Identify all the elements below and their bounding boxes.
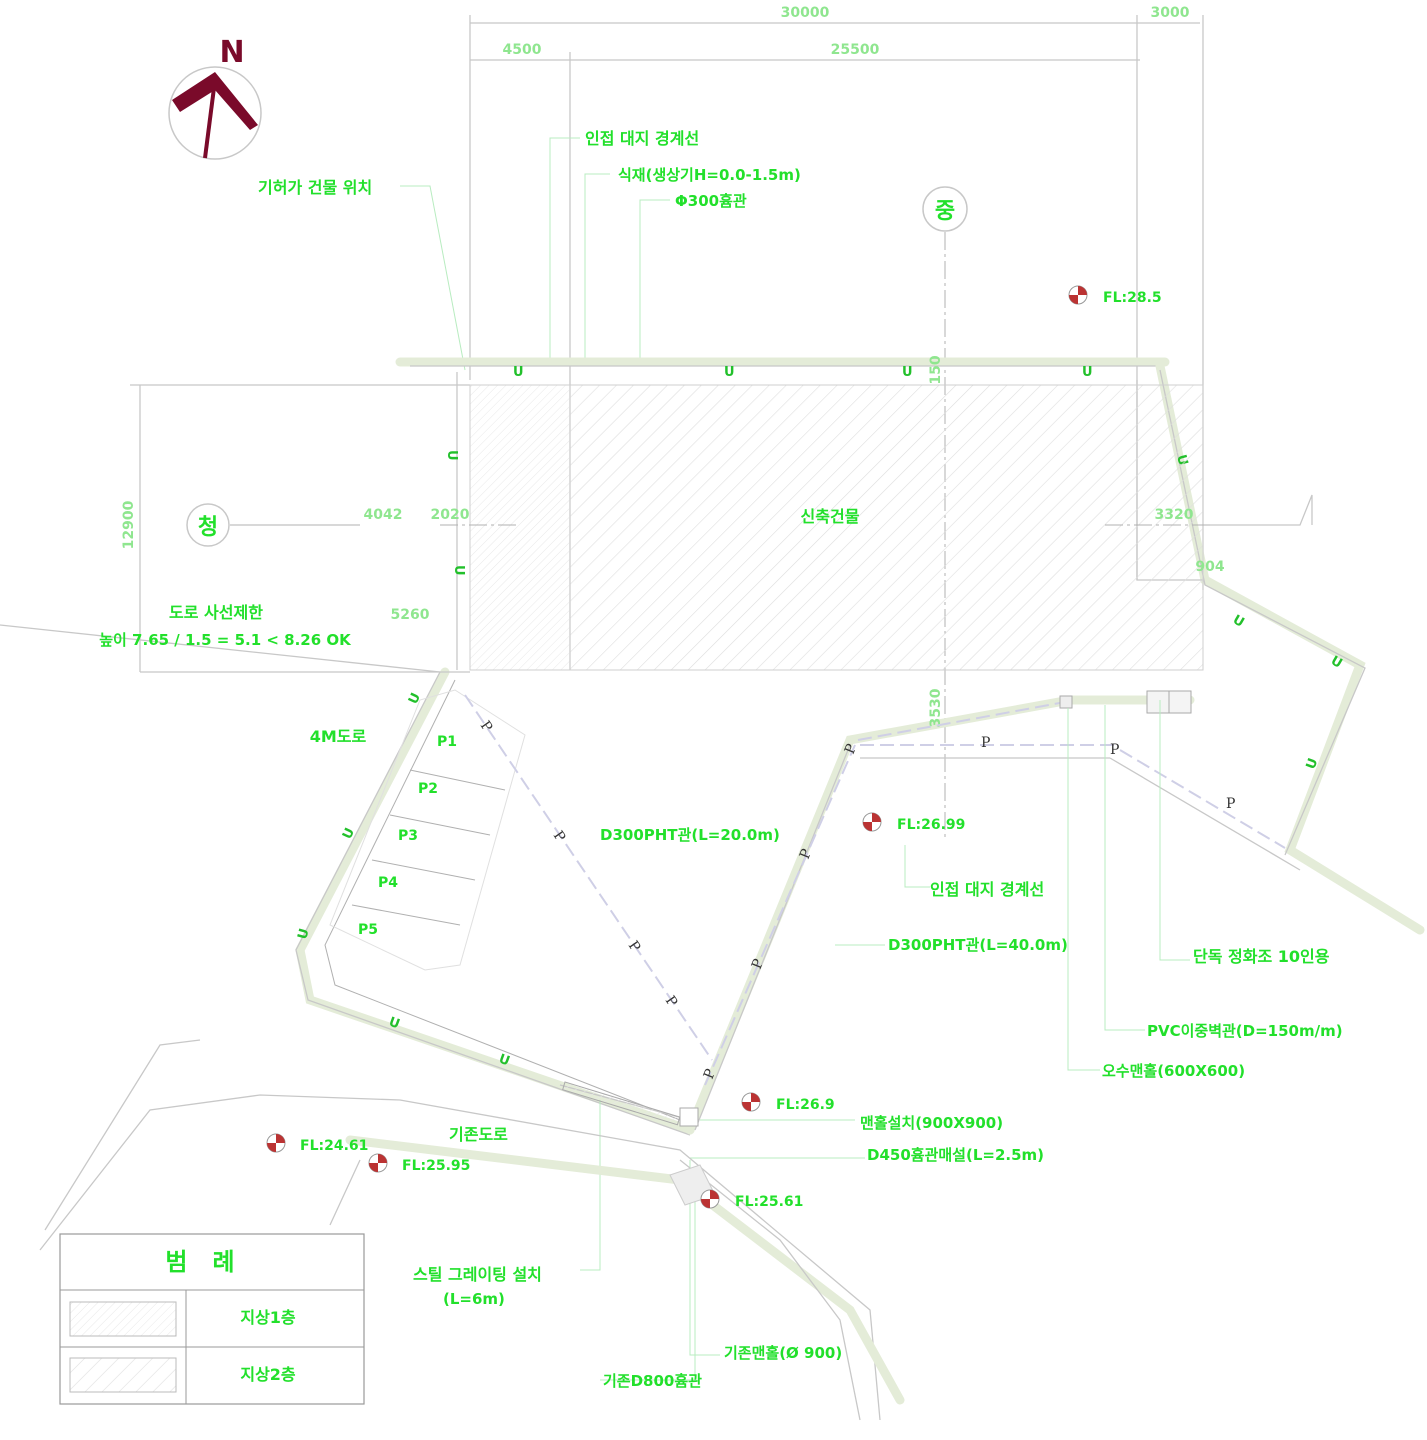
p-marker: P (1110, 742, 1119, 758)
pipe-lines (464, 690, 1286, 1086)
legend-row-floor2: 지상2층 (240, 1365, 296, 1384)
building-label: 신축건물 (801, 507, 860, 526)
label-adjacent-boundary-bottom: 인접 대지 경계선 (930, 880, 1044, 899)
parking-p2: P2 (418, 781, 438, 797)
label-existing-building-position: 기허가 건물 위치 (258, 178, 372, 197)
level-fl-26-99: FL:26.99 (897, 817, 965, 833)
north-arrow-icon: N (168, 35, 262, 160)
building-footprint (440, 384, 1210, 671)
parking-p4: P4 (378, 875, 398, 891)
label-pipe-20m: D300PHT관(L=20.0m) (600, 826, 780, 844)
label-pvc: PVC이중벽관(D=150m/m) (1147, 1022, 1343, 1040)
p-marker: P (625, 938, 644, 955)
p-marker: P (550, 828, 569, 845)
label-drain-pipe: Φ300흄관 (675, 192, 747, 210)
label-pipe-40m: D300PHT관(L=40.0m) (888, 936, 1068, 954)
level-marker-icon (1068, 285, 1088, 305)
label-hedge: 식재(생상기H=0.0-1.5m) (618, 166, 801, 184)
dim-right-corner: 904 (1195, 559, 1224, 575)
label-grating: 스틸 그레이팅 설치 (413, 1265, 542, 1284)
u-marker: U (451, 565, 466, 576)
legend-title: 범 례 (165, 1248, 234, 1276)
parking-p1: P1 (437, 734, 457, 750)
dim-left-height: 12900 (121, 500, 137, 549)
level-marker-icon (368, 1153, 388, 1173)
label-height-check: 높이 7.65 / 1.5 = 5.1 < 8.26 OK (99, 631, 352, 649)
u-marker: U (444, 450, 459, 461)
u-marker: U (1082, 365, 1093, 380)
dim-south-vert: 3530 (928, 688, 944, 727)
label-septic: 단독 정화조 10인용 (1193, 947, 1330, 966)
dim-top-left-seg: 4500 (503, 42, 542, 58)
level-marker-icon (862, 812, 882, 832)
dim-right-offset: 3320 (1155, 507, 1194, 523)
label-hume-connect: D450흄관매설(L=2.5m) (867, 1146, 1044, 1164)
u-marker: U (902, 365, 913, 380)
parking-p3: P3 (398, 828, 418, 844)
label-road-4m: 4M도로 (310, 727, 367, 746)
center-direction-label: 중 (935, 199, 955, 224)
parking-p5: P5 (358, 922, 378, 938)
dim-lower-left: 5260 (391, 607, 430, 623)
u-marker: U (1230, 612, 1247, 630)
u-marker: U (513, 365, 524, 380)
existing-roads (39, 1039, 905, 1421)
u-marker: U (295, 927, 312, 941)
level-fl-26-9: FL:26.9 (776, 1097, 835, 1113)
label-manhole-install: 맨홀설치(900X900) (860, 1114, 1003, 1132)
p-markers: P P P P P P P P P P P (477, 718, 1236, 1081)
p-marker: P (981, 735, 990, 751)
label-existing-pipe: 기존D800흄관 (603, 1372, 702, 1390)
level-fl-25-61: FL:25.61 (735, 1194, 803, 1210)
left-direction-label: 청 (198, 515, 218, 540)
u-marker: U (387, 1015, 402, 1033)
legend-swatch-floor2 (69, 1357, 177, 1393)
parking-area (329, 689, 526, 971)
label-existing-manhole: 기존맨홀(Ø 900) (724, 1344, 842, 1362)
label-road-setback: 도로 사선제한 (169, 603, 263, 622)
level-marker-icon (266, 1133, 286, 1153)
level-marker-icon (741, 1092, 761, 1112)
label-adjacent-boundary-top: 인접 대지 경계선 (585, 129, 699, 148)
p-marker: P (662, 993, 681, 1010)
dim-top-right: 3000 (1151, 5, 1190, 21)
dim-top-mid-seg: 25500 (831, 42, 880, 58)
u-marker: U (1304, 756, 1322, 771)
p-marker: P (477, 718, 496, 735)
u-marker: U (497, 1052, 512, 1070)
level-marker-icon (700, 1189, 720, 1209)
u-marker: U (1328, 653, 1345, 671)
dim-top-total: 30000 (781, 5, 830, 21)
lower-right-leaders (580, 700, 1190, 1381)
u-marker: U (406, 691, 424, 707)
level-fl-24-61: FL:24.61 (300, 1138, 368, 1154)
dim-north-vert: 150 (928, 355, 944, 384)
label-grating-length: (L=6m) (443, 1290, 505, 1308)
dim-bldg-offset: 2020 (431, 507, 470, 523)
left-direction-marker: 청 (186, 503, 360, 547)
level-fl-28-5: FL:28.5 (1103, 290, 1162, 306)
u-marker: U (724, 365, 735, 380)
legend (59, 1233, 365, 1405)
center-direction-marker: 중 (922, 186, 968, 840)
top-leaders (400, 137, 670, 371)
legend-row-floor1: 지상1층 (240, 1308, 296, 1327)
level-fl-25-95: FL:25.95 (402, 1158, 470, 1174)
label-manhole-small: 오수맨홀(600X600) (1102, 1062, 1245, 1080)
label-existing-road: 기존도로 (449, 1125, 508, 1144)
legend-swatch-floor1 (69, 1301, 177, 1337)
dim-road-offset: 4042 (364, 507, 403, 523)
p-marker: P (1226, 796, 1235, 812)
north-label: N (219, 35, 244, 70)
